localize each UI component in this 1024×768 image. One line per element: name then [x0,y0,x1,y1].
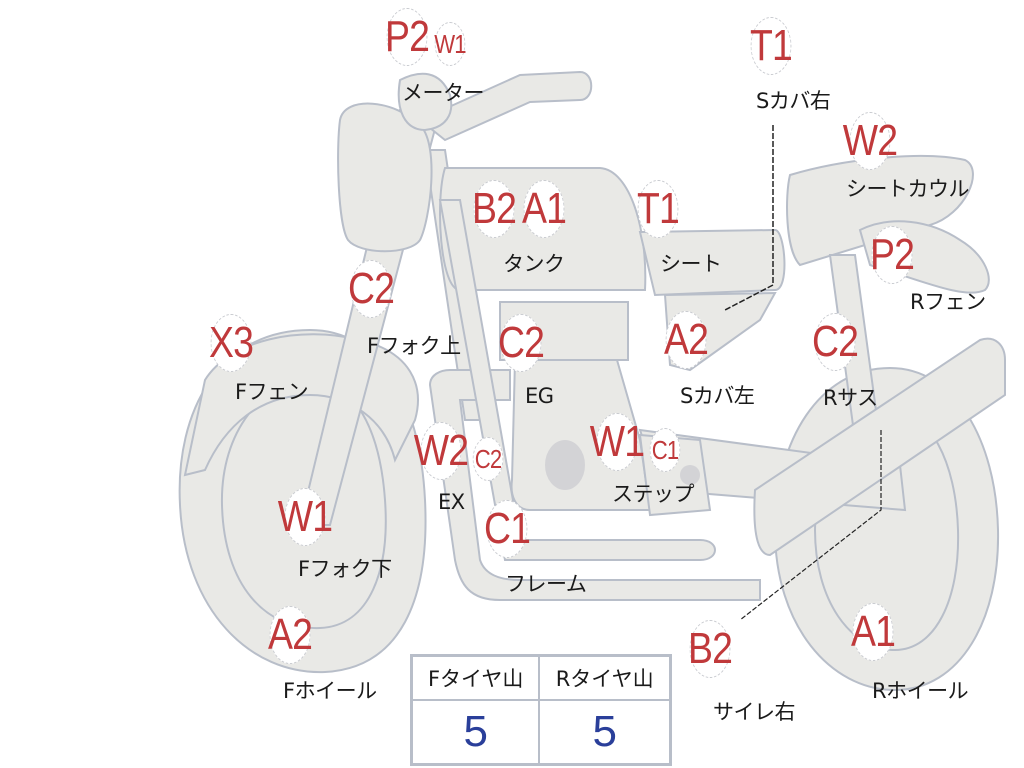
grade-badge-step-c1: C1 [649,428,681,472]
label-tank: タンク [503,252,565,276]
grade-badge-seat: T1 [637,180,680,238]
grade-badge-f-fork-upper: C2 [348,260,395,318]
grade-badge-r-wheel: A1 [851,603,896,661]
grade-badge-f-wheel: A2 [268,606,313,664]
label-s-cover-left: Sカバ左 [680,384,755,408]
label-f-fender: Fフェン [235,380,309,404]
grade-badge-tank-a1: A1 [522,180,567,238]
tire-tread-table: Fタイヤ山 Rタイヤ山 5 5 [410,654,672,766]
grade-badge-exhaust-c2: C2 [472,437,504,481]
seat-shape [638,228,786,297]
engine-cover-shape [545,440,585,490]
label-seat-cowl: シートカウル [846,177,970,201]
label-r-wheel: Rホイール [872,679,969,703]
step-peg-shape [680,465,700,485]
grade-badge-tank-b2: B2 [472,180,517,238]
grade-badge-meter-p2: P2 [385,8,430,66]
label-step: ステップ [612,482,695,506]
grade-badge-meter-w1: W1 [434,22,467,66]
headlight-shape [337,102,433,253]
label-r-suspension: Rサス [823,386,878,410]
value-front-tire: 5 [410,699,541,766]
label-frame: フレーム [505,572,587,596]
meter-shape [397,72,453,132]
value-rear-tire: 5 [538,699,672,766]
grade-badge-s-cover-left: A2 [664,311,709,369]
label-f-fork-upper: Fフォク上 [367,334,461,358]
label-f-wheel: Fホイール [283,679,377,703]
label-silencer-right: サイレ右 [713,700,796,724]
header-front-tire: Fタイヤ山 [410,654,541,701]
exhaust-pipe-shape [428,369,761,601]
handlebar-shape [418,70,593,142]
grade-badge-s-cover-right: T1 [750,17,793,75]
grade-badge-r-fender: P2 [870,226,915,284]
label-exhaust: EX [438,490,465,514]
label-s-cover-right: Sカバ右 [756,89,831,113]
grade-badge-silencer-right: B2 [688,620,733,678]
grade-badge-frame: C1 [484,500,531,558]
grade-badge-f-fender: X3 [209,314,254,372]
header-rear-tire: Rタイヤ山 [538,654,672,701]
label-r-fender: Rフェン [910,290,986,314]
grade-badge-f-fork-lower: W1 [278,488,333,546]
silencer-shape [753,337,1006,557]
label-seat: シート [660,252,722,276]
label-meter: メーター [402,81,485,105]
leader-line-silencer [739,430,882,621]
label-engine: EG [525,384,554,408]
grade-badge-engine: C2 [498,314,545,372]
grade-badge-step-w1: W1 [590,413,645,471]
label-f-fork-lower: Fフォク下 [298,557,392,581]
frame-shape [438,199,716,561]
grade-badge-exhaust-w2: W2 [414,422,469,480]
grade-badge-r-suspension: C2 [812,313,859,371]
grade-badge-seat-cowl: W2 [843,112,898,170]
leader-line-s-cover-right [724,125,774,311]
